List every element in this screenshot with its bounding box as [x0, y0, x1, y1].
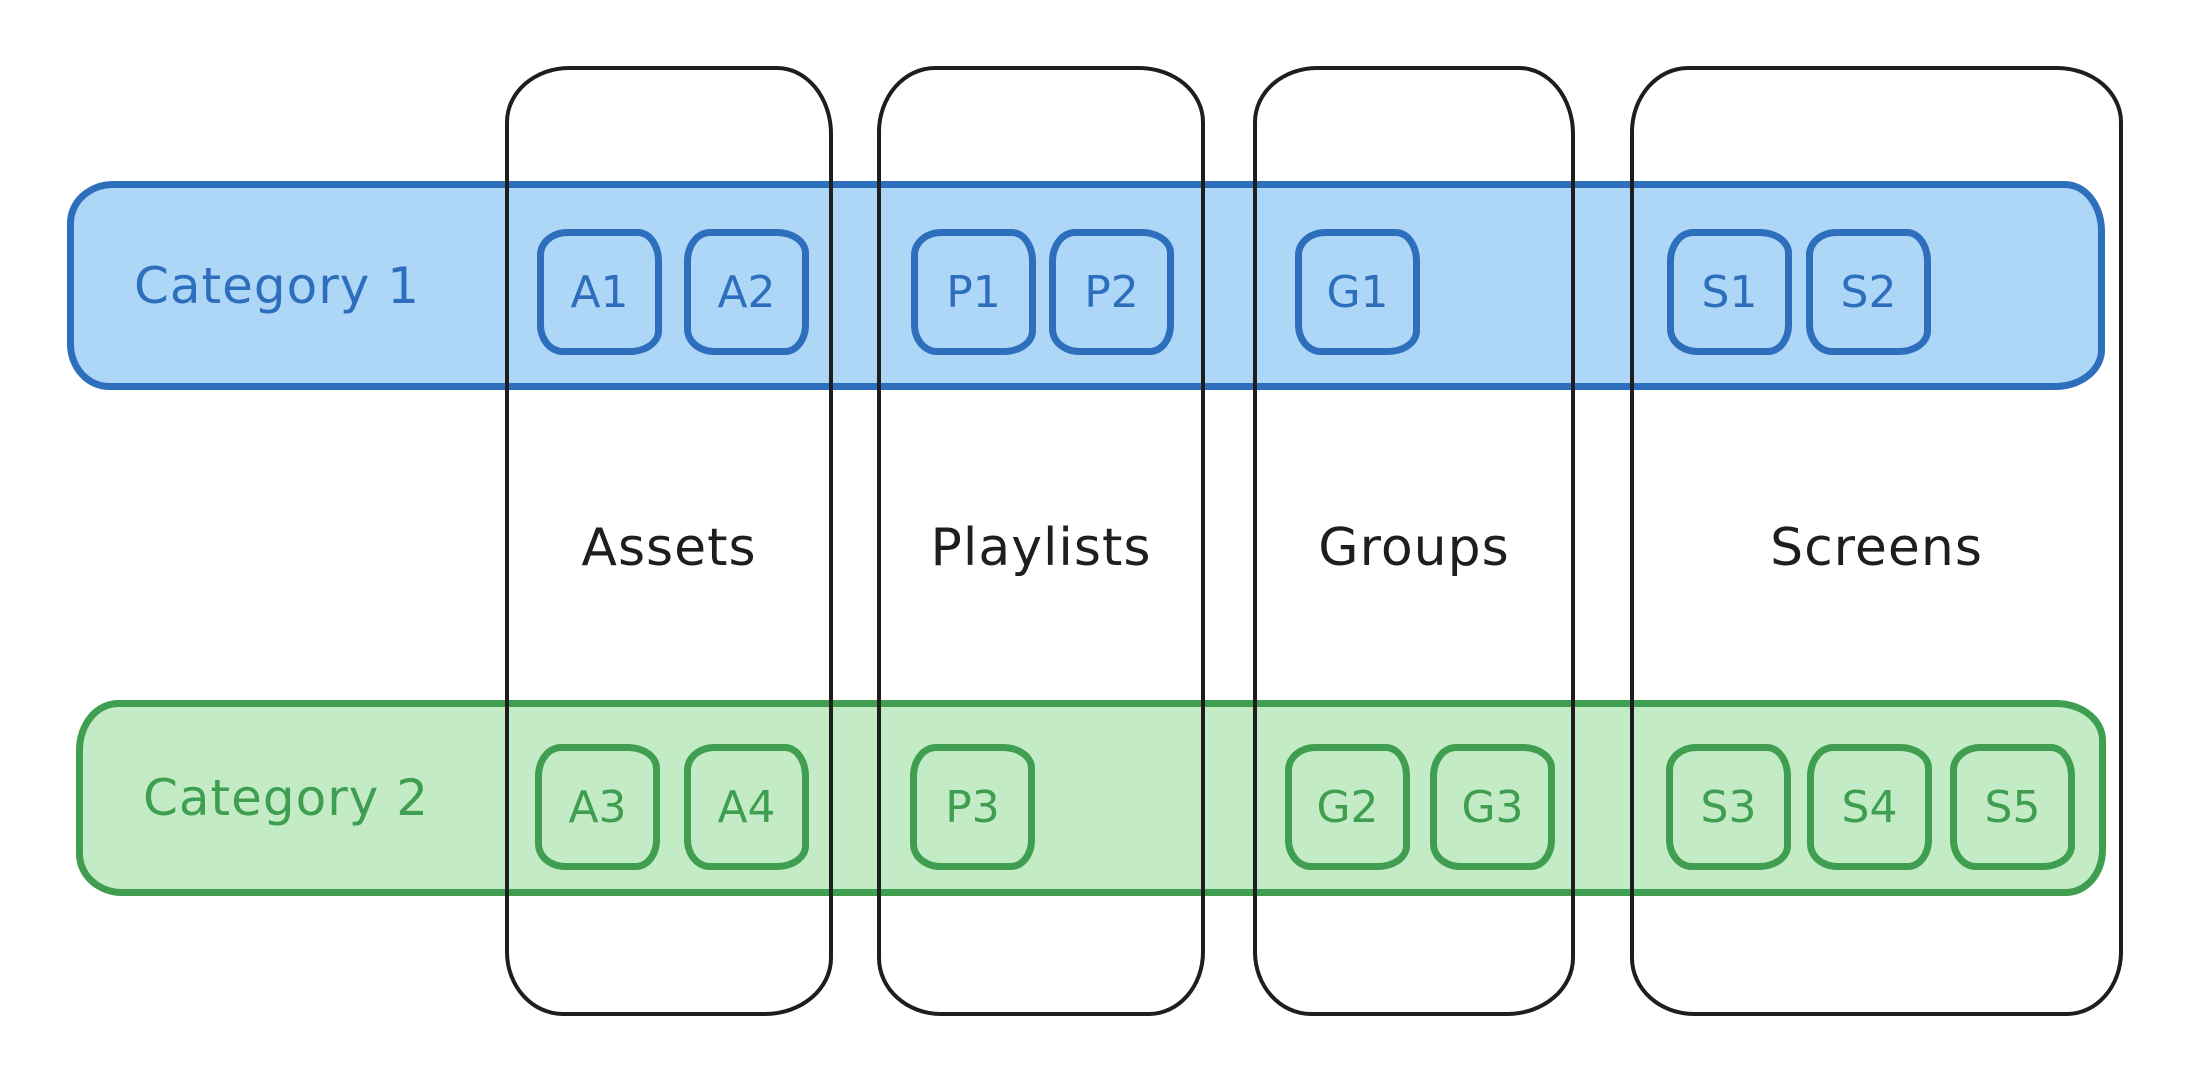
category-2-row: Category 2 A3 A4 P3 G2 G3 S3 S4 S5	[76, 700, 2106, 896]
box-g3: G3	[1430, 744, 1555, 870]
box-label: P3	[945, 781, 1000, 833]
column-label: Assets	[581, 518, 757, 578]
box-label: A2	[717, 266, 776, 318]
box-g2: G2	[1285, 744, 1410, 870]
column-label: Groups	[1318, 518, 1510, 578]
box-label: S4	[1841, 781, 1898, 833]
box-p3: P3	[910, 744, 1035, 870]
box-label: S2	[1840, 266, 1897, 318]
box-a1: A1	[537, 229, 662, 355]
category-1-row: Category 1 A1 A2 P1 P2 G1 S1 S2	[67, 181, 2105, 390]
box-a4: A4	[684, 744, 809, 870]
box-a3: A3	[535, 744, 660, 870]
box-s2: S2	[1806, 229, 1931, 355]
box-label: A3	[568, 781, 627, 833]
category-label: Category 1	[134, 256, 421, 315]
box-label: A4	[717, 781, 776, 833]
box-label: P2	[1084, 266, 1139, 318]
box-a2: A2	[684, 229, 809, 355]
box-label: S3	[1700, 781, 1757, 833]
box-s3: S3	[1666, 744, 1791, 870]
column-label: Screens	[1770, 518, 1983, 578]
box-s5: S5	[1950, 744, 2075, 870]
column-assets: Assets	[505, 66, 833, 1016]
box-label: G2	[1316, 781, 1379, 833]
box-label: P1	[946, 266, 1001, 318]
box-label: G3	[1461, 781, 1524, 833]
column-groups: Groups	[1253, 66, 1575, 1016]
column-playlists: Playlists	[877, 66, 1205, 1016]
column-screens: Screens	[1630, 66, 2123, 1016]
box-s1: S1	[1667, 229, 1792, 355]
box-label: S5	[1984, 781, 2041, 833]
box-p1: P1	[911, 229, 1036, 355]
column-label: Playlists	[930, 518, 1152, 578]
category-label: Category 2	[143, 769, 430, 827]
box-label: G1	[1326, 266, 1389, 318]
box-p2: P2	[1049, 229, 1174, 355]
box-s4: S4	[1807, 744, 1932, 870]
box-label: A1	[570, 266, 629, 318]
box-g1: G1	[1295, 229, 1420, 355]
box-label: S1	[1701, 266, 1758, 318]
